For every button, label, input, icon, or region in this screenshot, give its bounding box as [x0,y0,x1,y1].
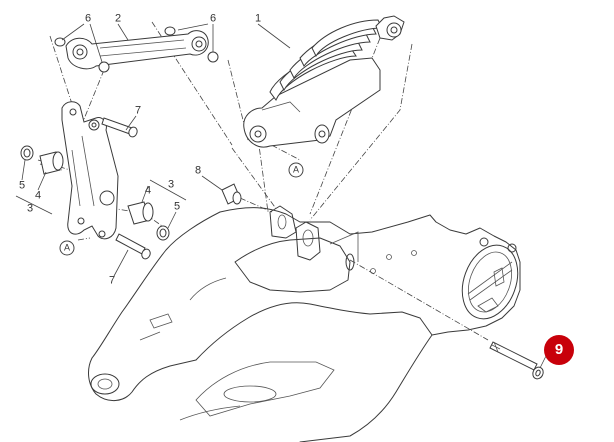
shock-absorber [243,15,405,148]
reference-marker-a: A [288,162,304,178]
callout-5: 5 [173,200,181,213]
callout-2: 2 [114,12,122,25]
bolt-7-upper [101,117,138,138]
bolt-9 [489,341,544,380]
callout-1: 1 [254,12,262,25]
swingarm [88,205,521,442]
callout-6: 6 [84,12,92,25]
leader-lines [15,23,547,369]
callout-5: 5 [18,179,26,192]
bearing-set-left [20,145,64,175]
rocker-arm [61,101,119,240]
part-9-hotspot[interactable]: 9 [544,335,574,365]
callout-7: 7 [134,104,142,117]
linkage-rod [54,26,219,73]
callout-7: 7 [108,274,116,287]
bolt-7-lower [115,233,151,260]
callout-4: 4 [144,184,152,197]
callout-4: 4 [34,189,42,202]
reference-marker-a: A [59,240,75,256]
spacer-8 [221,183,242,205]
callout-3: 3 [167,178,175,191]
callout-6: 6 [209,12,217,25]
bearing-set-right [127,201,170,241]
callout-8: 8 [194,164,202,177]
callout-3: 3 [26,202,34,215]
